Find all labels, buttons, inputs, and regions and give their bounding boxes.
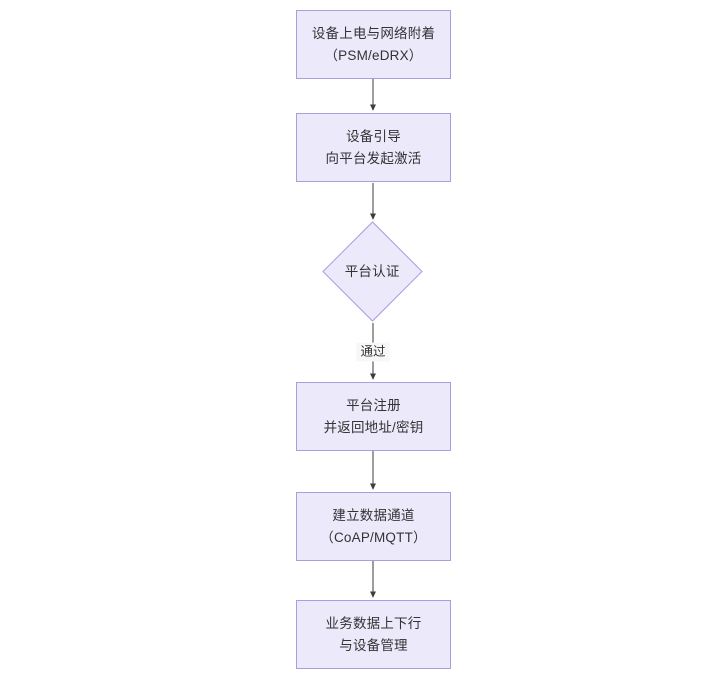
node-device-power-on[interactable]: 设备上电与网络附着 （PSM/eDRX） (296, 10, 451, 79)
node-platform-register[interactable]: 平台注册 并返回地址/密钥 (296, 382, 451, 451)
node-establish-data-channel[interactable]: 建立数据通道 （CoAP/MQTT） (296, 492, 451, 561)
node-platform-auth-label: 平台认证 (345, 263, 400, 279)
node-device-power-on-label: 设备上电与网络附着 （PSM/eDRX） (311, 25, 436, 63)
node-business-data-and-device-mgmt[interactable]: 业务数据上下行 与设备管理 (296, 600, 451, 669)
edge-label-pass: 通过 (356, 342, 390, 362)
node-device-bootstrap[interactable]: 设备引导 向平台发起激活 (296, 113, 451, 182)
node-platform-register-label: 平台注册 并返回地址/密钥 (323, 397, 424, 435)
node-business-data-and-device-mgmt-label: 业务数据上下行 与设备管理 (325, 615, 422, 653)
node-device-bootstrap-label: 设备引导 向平台发起激活 (325, 128, 422, 166)
node-establish-data-channel-label: 建立数据通道 （CoAP/MQTT） (320, 507, 427, 545)
